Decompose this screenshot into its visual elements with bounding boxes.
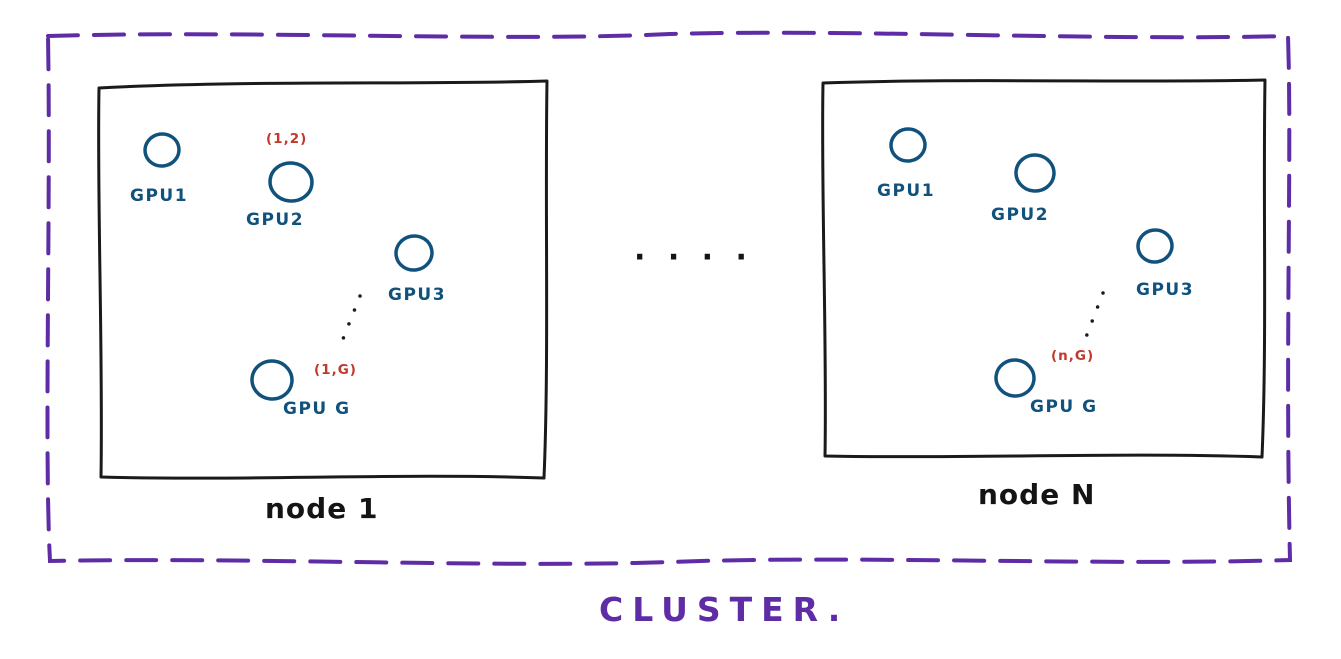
cluster-border: [45, 30, 1293, 566]
gpu-circle-icon: [889, 127, 927, 163]
gpu-label: GPU3: [388, 285, 447, 305]
gpu-annotation: (1,G): [314, 362, 357, 378]
node-box: [97, 79, 549, 480]
gpu-label: GPU1: [130, 186, 189, 206]
gpu-circle-icon: [143, 132, 181, 168]
dotted-connector: [1081, 291, 1105, 347]
gpu-label: GPU1: [877, 181, 936, 201]
gpu-label: GPU3: [1136, 280, 1195, 300]
gpu-label: GPU2: [246, 210, 305, 230]
node-box: [821, 78, 1267, 459]
dotted-connector: [337, 294, 362, 351]
cluster-title: CLUSTER.: [599, 590, 850, 629]
gpu-label: GPU G: [283, 399, 351, 419]
gpu-label: GPU2: [991, 205, 1050, 225]
gpu-circle-icon: [394, 234, 434, 272]
node-label: node 1: [265, 492, 379, 525]
gpu-annotation: (n,G): [1051, 348, 1095, 364]
gpu-circle-icon: [1136, 228, 1174, 264]
more-nodes-ellipsis: · · · ·: [634, 240, 753, 275]
gpu-label: GPU G: [1030, 397, 1098, 417]
gpu-circle-icon: [268, 161, 314, 203]
gpu-annotation: (1,2): [266, 131, 308, 147]
gpu-circle-icon: [250, 359, 294, 401]
node-label: node N: [978, 478, 1096, 511]
gpu-circle-icon: [994, 358, 1036, 398]
gpu-circle-icon: [1014, 153, 1056, 193]
